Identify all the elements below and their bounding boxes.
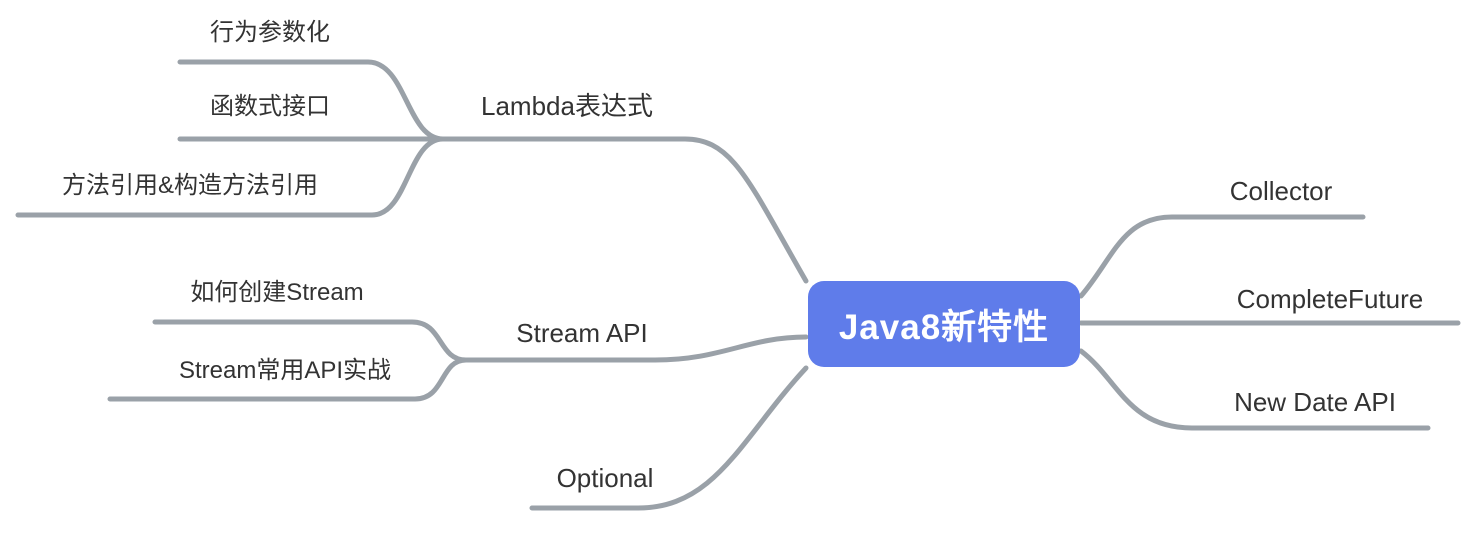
edge-method-reference bbox=[15, 136, 446, 218]
root-node-label: Java8新特性 bbox=[838, 307, 1050, 347]
node-collector[interactable]: Collector bbox=[1229, 176, 1333, 206]
node-stream-api-practice[interactable]: Stream常用API实战 bbox=[178, 357, 392, 384]
node-stream-api[interactable]: Stream API bbox=[516, 318, 648, 348]
node-lambda-expression[interactable]: Lambda表达式 bbox=[481, 91, 653, 121]
edge-stream bbox=[463, 334, 809, 363]
edge-stream-api-practice bbox=[107, 357, 469, 402]
node-functional-interface[interactable]: 函数式接口 bbox=[210, 93, 330, 120]
node-completefuture[interactable]: CompleteFuture bbox=[1236, 284, 1424, 314]
node-behavior-parameterization[interactable]: 行为参数化 bbox=[210, 19, 330, 46]
edge-collector bbox=[1078, 214, 1366, 299]
edge-behavior-parameterization bbox=[177, 59, 446, 142]
edge-new-date-api bbox=[1078, 348, 1431, 431]
node-optional[interactable]: Optional bbox=[556, 463, 654, 493]
node-new-date-api[interactable]: New Date API bbox=[1234, 387, 1396, 417]
edge-create-stream bbox=[152, 319, 469, 363]
node-create-stream[interactable]: 如何创建Stream bbox=[190, 279, 364, 306]
node-method-reference[interactable]: 方法引用&构造方法引用 bbox=[61, 172, 318, 199]
edge-lambda bbox=[440, 136, 809, 284]
root-node-java8-features[interactable]: Java8新特性 bbox=[808, 281, 1080, 367]
edge-optional bbox=[529, 365, 809, 511]
